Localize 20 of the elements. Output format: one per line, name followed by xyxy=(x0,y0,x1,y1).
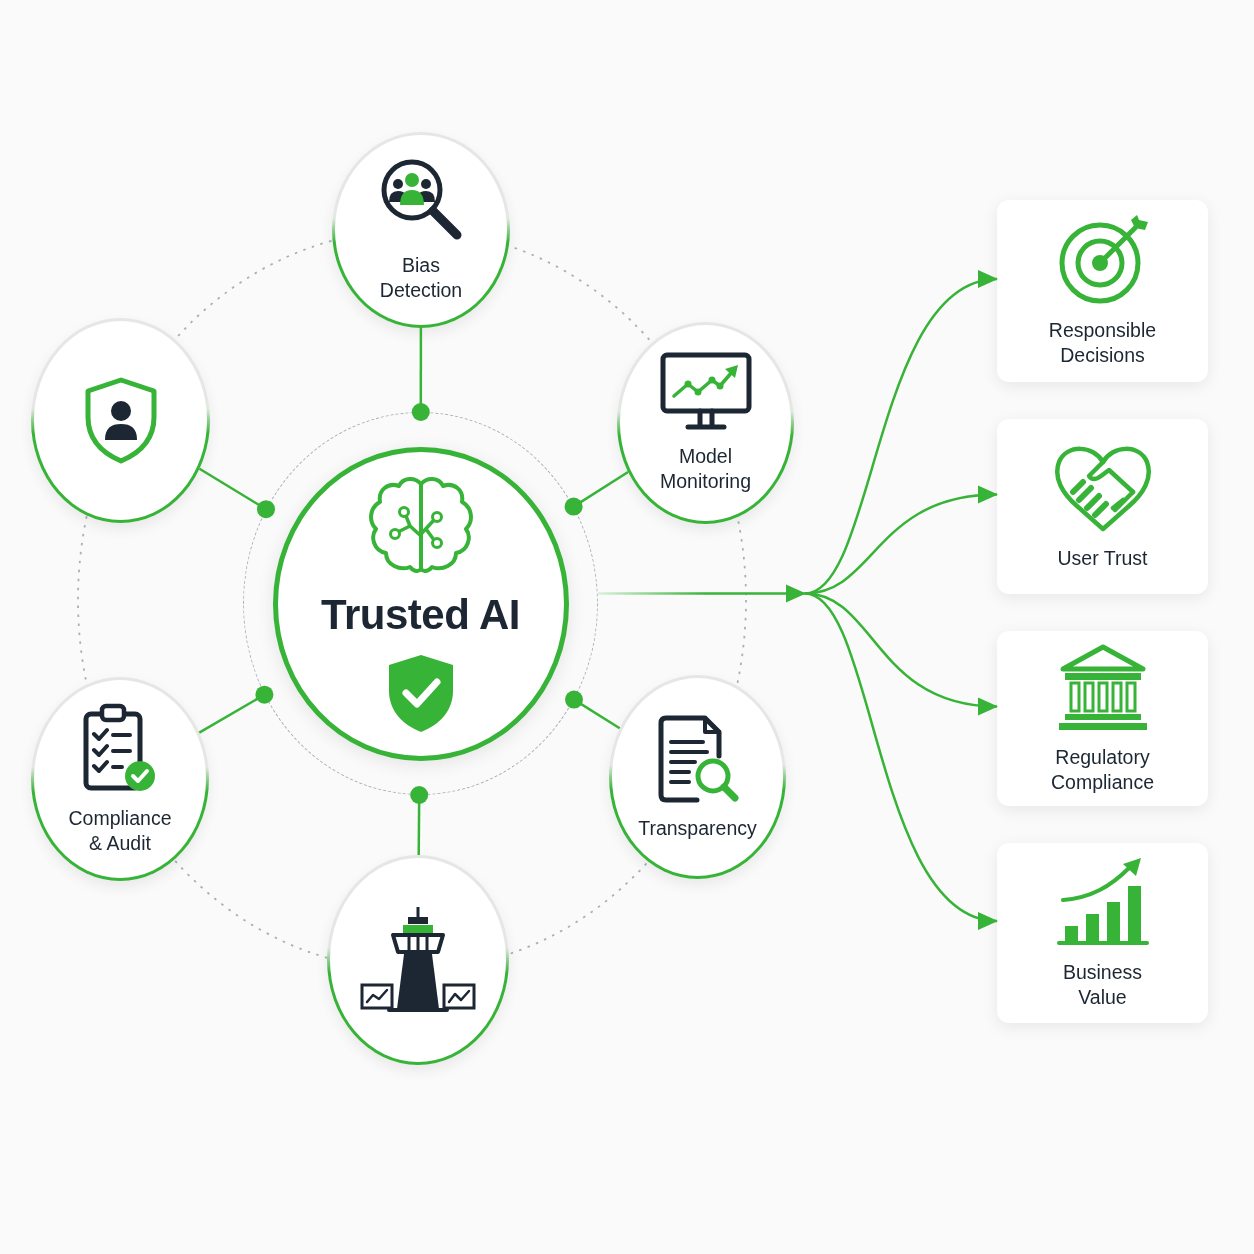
feature-label: Bias Detection xyxy=(379,253,463,303)
arrow xyxy=(597,584,806,603)
outcome-card xyxy=(997,631,1208,806)
outcome-card xyxy=(997,200,1208,382)
connector-line xyxy=(565,690,621,730)
outcome-label: Business Value xyxy=(1062,960,1143,1010)
outcome-card xyxy=(997,419,1208,594)
outcome-label: Responsible Decisions xyxy=(1048,318,1157,368)
feature-label: Transparency xyxy=(638,815,757,841)
outcome-card xyxy=(997,843,1208,1023)
connector-line xyxy=(198,467,275,519)
connector-line xyxy=(410,786,429,855)
outcome-label: Regulatory Compliance xyxy=(1051,744,1154,795)
connector-line xyxy=(564,470,629,516)
connector-line xyxy=(198,685,274,734)
hub-title: Trusted AI xyxy=(321,589,520,640)
feature-label: Compliance & Audit xyxy=(68,806,172,856)
feature-label: Model Monitoring xyxy=(659,444,751,494)
connector-line xyxy=(411,328,430,421)
outcome-label: User Trust xyxy=(1057,546,1148,571)
